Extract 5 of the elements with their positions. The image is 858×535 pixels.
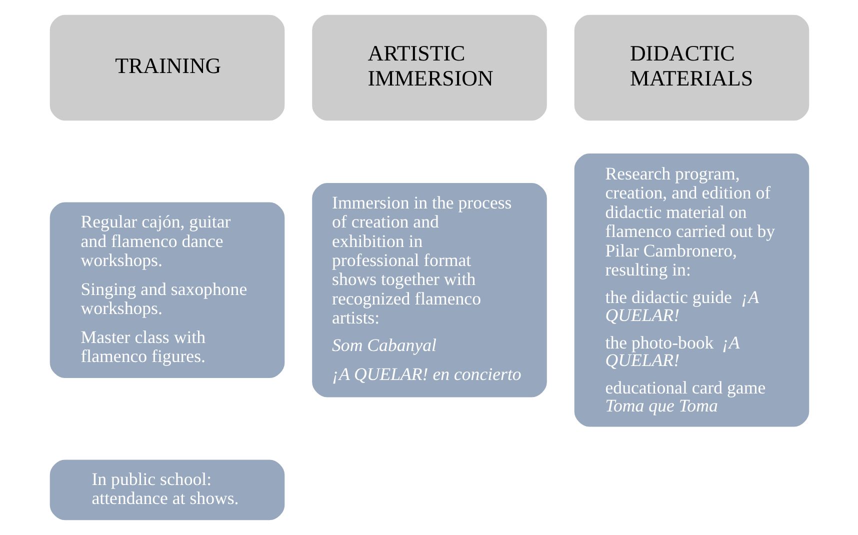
node-box: DIDACTIC MATERIALS <box>571 12 812 124</box>
node-box: Research program, creation, and edition of didactic material on flamenco carried out by Pilar Cambronero, resulting in: the didactic guide ¡A QUELAR! the photo-book ¡A QUELAR! educational card game Toma que Toma <box>571 150 812 430</box>
node-box: Regular cajón, guitar and flamenco dance workshops. Singing and saxophone workshops. Master class with flamenco figures. <box>46 200 287 381</box>
node-box: In public school: attendance at shows. <box>46 456 287 523</box>
node-box: TRAINING <box>46 12 287 124</box>
